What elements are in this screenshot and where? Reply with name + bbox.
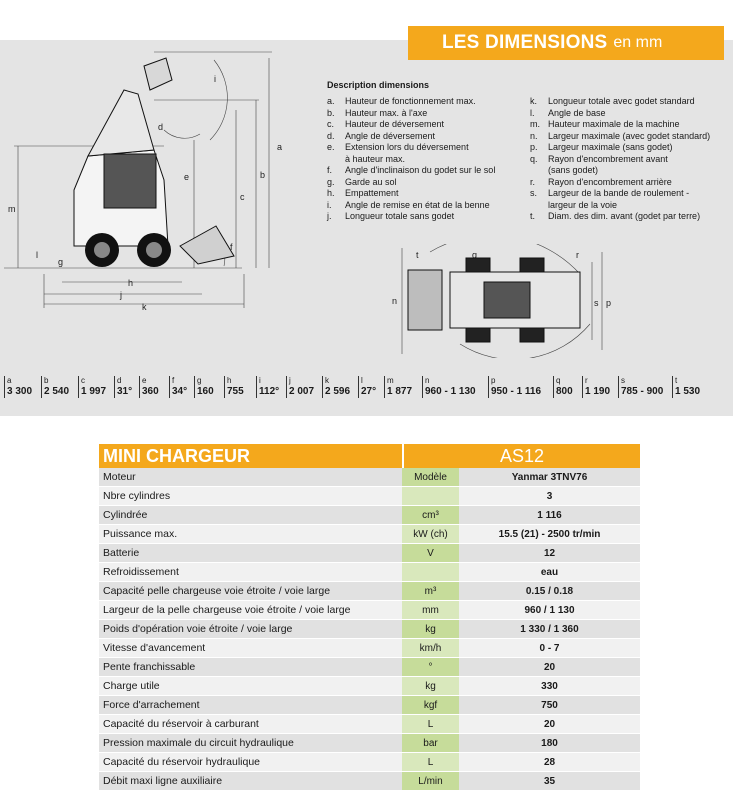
description-item: q.Rayon d'encombrement avant (530, 153, 668, 164)
label-k: k (142, 302, 147, 312)
table-row: Poids d'opération voie étroite / voie la… (99, 620, 640, 639)
description-item: f.Angle d'inclinaison du godet sur le so… (327, 165, 496, 175)
label-e: e (184, 172, 189, 182)
description-item: n.Largeur maximale (avec godet standard) (530, 130, 711, 141)
dimensions-title: LES DIMENSIONS (442, 32, 608, 53)
label-n: n (392, 296, 397, 306)
description-item: g.Garde au sol (327, 176, 397, 187)
description-item: e.Extension lors du déversement (327, 142, 469, 152)
label-i: i (214, 74, 216, 84)
table-row: Puissance max.kW (ch)15.5 (21) - 2500 tr… (99, 525, 640, 544)
label-h: h (128, 278, 133, 288)
label-d: d (158, 122, 163, 132)
spec-table-header: MINI CHARGEUR AS12 (99, 444, 640, 468)
description-item: m.Hauteur maximale de la machine (530, 119, 680, 129)
description-item: a.Hauteur de fonctionnement max. (327, 96, 476, 106)
description-item: (sans godet) (548, 165, 599, 175)
label-p: p (606, 298, 611, 308)
label-j: j (119, 290, 122, 300)
description-item: k.Longueur totale avec godet standard (530, 96, 695, 106)
description-item: i.Angle de remise en état de la benne (327, 199, 490, 210)
description-item: s.Largeur de la bande de roulement - (530, 188, 690, 198)
label-m: m (8, 204, 16, 214)
label-g: g (58, 257, 63, 267)
description-item: j.Longueur totale sans godet (327, 211, 455, 221)
label-q: q (472, 250, 477, 260)
label-t: t (416, 250, 419, 260)
description-item: à hauteur max. (345, 153, 406, 164)
label-r: r (576, 250, 579, 260)
table-row: Pression maximale du circuit hydraulique… (99, 734, 640, 753)
label-f: f (230, 242, 233, 252)
descriptions-right-column: k.Longueur totale avec godet standard l.… (530, 96, 727, 223)
dimension-descriptions: Description dimensions a.Hauteur de fonc… (327, 80, 727, 223)
dimensions-title-banner: LES DIMENSIONS en mm (408, 26, 724, 60)
side-view-diagram: a b c d e f g h i j k l m (4, 51, 282, 312)
description-item: p.Largeur maximale (sans godet) (530, 142, 673, 152)
top-view-diagram: n t q r s p (392, 244, 611, 358)
label-b: b (260, 170, 265, 180)
description-item: r.Rayon d'encombrement arrière (530, 176, 672, 187)
product-category: MINI CHARGEUR (99, 444, 402, 468)
label-a: a (277, 142, 282, 152)
description-item: largeur de la voie (548, 199, 618, 210)
label-s: s (594, 298, 599, 308)
label-l: l (36, 250, 38, 260)
table-row: Largeur de la pelle chargeuse voie étroi… (99, 601, 640, 620)
description-item: l.Angle de base (530, 107, 606, 118)
product-model: AS12 (402, 444, 640, 468)
description-item: b.Hauteur max. à l'axe (327, 107, 428, 118)
table-row: Capacité pelle chargeuse voie étroite / … (99, 582, 640, 601)
table-row: Pente franchissable°20 (99, 658, 640, 677)
description-item: c.Hauteur de déversement (327, 119, 445, 129)
descriptions-title: Description dimensions (327, 80, 430, 90)
descriptions-left-column: a.Hauteur de fonctionnement max. b.Haute… (327, 96, 524, 223)
description-item: t.Diam. des dim. avant (godet par terre) (530, 211, 701, 221)
description-item: d.Angle de déversement (327, 130, 436, 141)
dimensions-unit: en mm (613, 34, 663, 51)
label-c: c (240, 192, 245, 202)
description-item: h.Empattement (327, 188, 399, 198)
